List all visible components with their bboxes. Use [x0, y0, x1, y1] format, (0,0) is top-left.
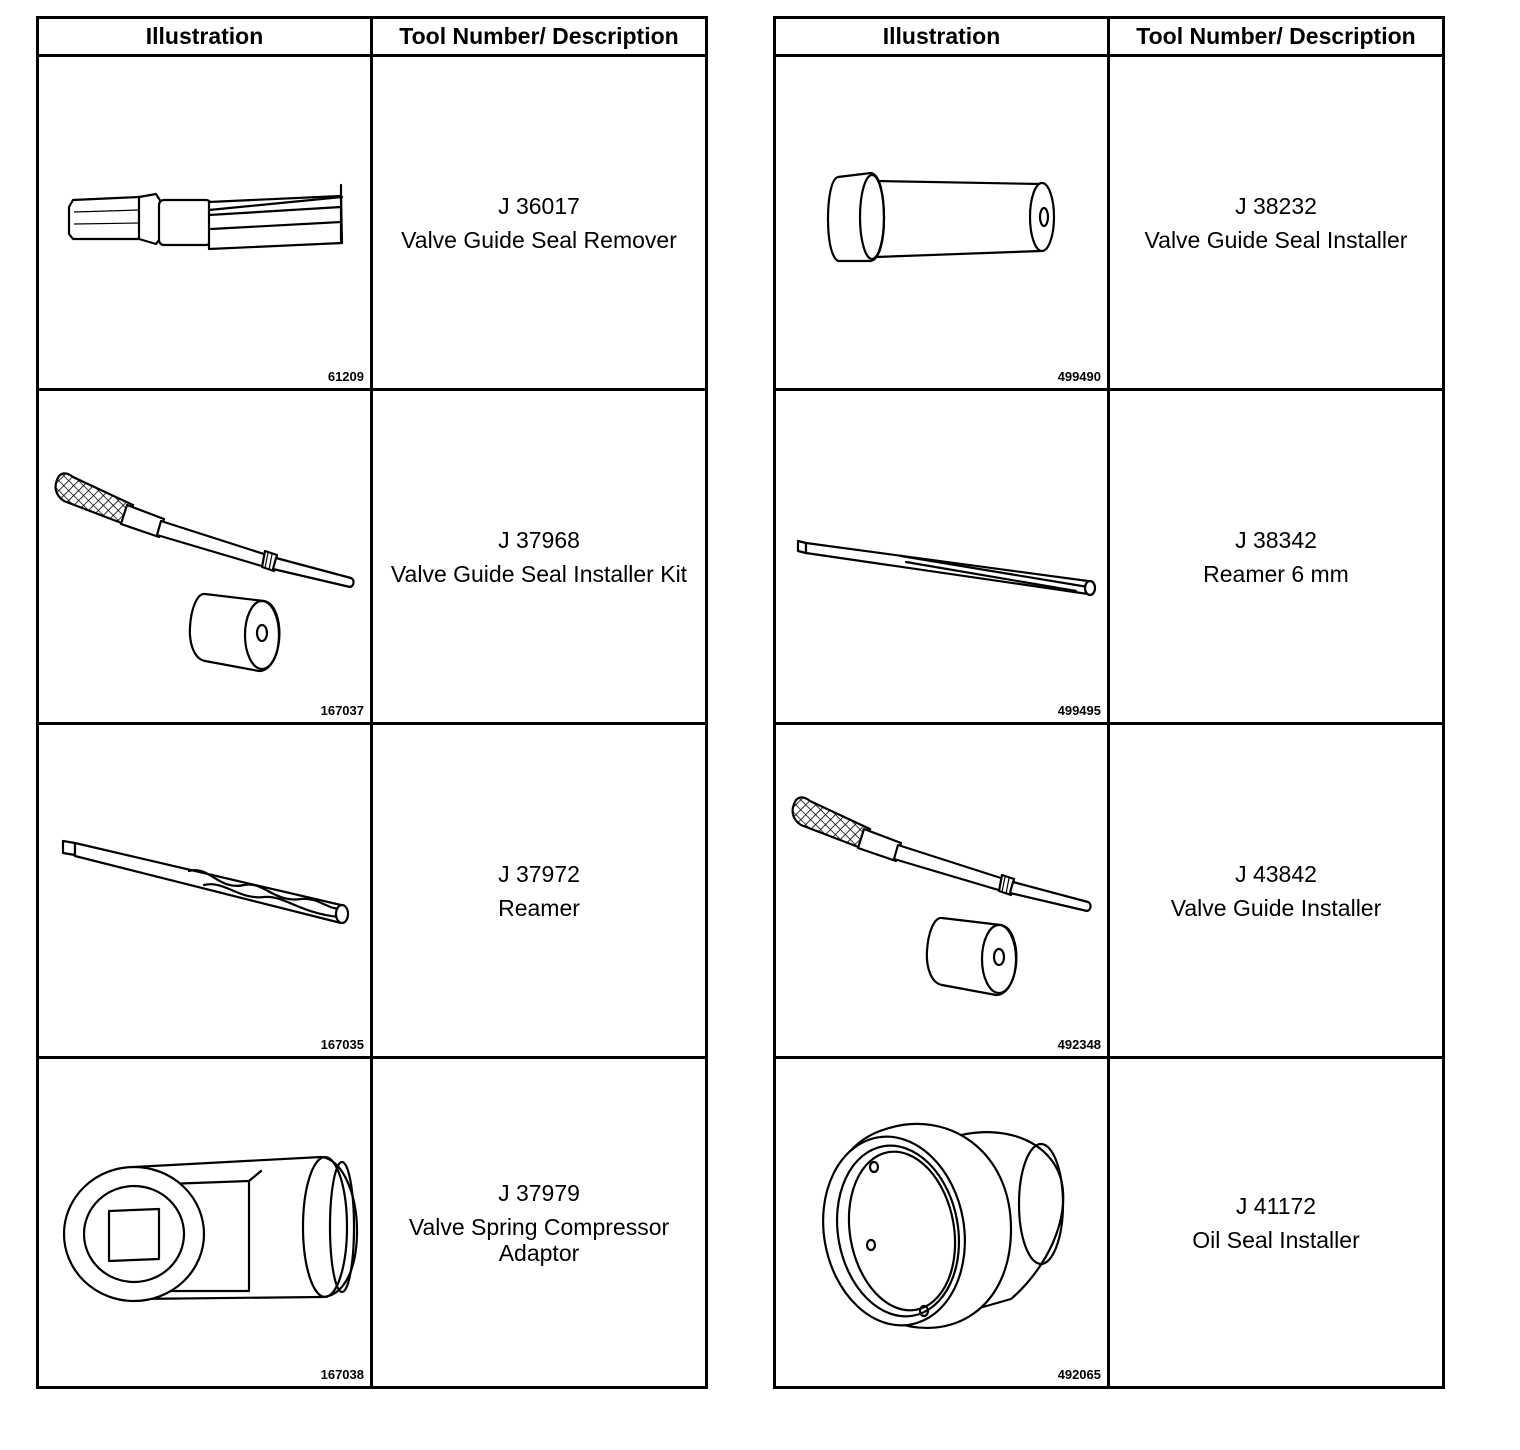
tool-row: 499495 J 38342 Reamer 6 mm — [776, 391, 1442, 725]
figure-number: 492348 — [1057, 1037, 1101, 1052]
tool-description-cell: J 36017 Valve Guide Seal Remover — [373, 57, 705, 388]
tool-description: Valve Guide Seal Installer — [1144, 226, 1408, 253]
tool-row: 492348 J 43842 Valve Guide Installer — [776, 725, 1442, 1059]
tool-row: 492065 J 41172 Oil Seal Installer — [776, 1059, 1442, 1386]
illustration-cell: 167037 — [39, 391, 373, 722]
tool-description: Valve Guide Seal Installer Kit — [390, 560, 688, 587]
tool-description-cell: J 43842 Valve Guide Installer — [1110, 725, 1442, 1056]
tool-row: 167035 J 37972 Reamer — [39, 725, 705, 1059]
tool-table-right: Illustration Tool Number/ Description 49… — [773, 16, 1445, 1389]
illustration-cell: 167035 — [39, 725, 373, 1056]
tool-description-cell: J 38342 Reamer 6 mm — [1110, 391, 1442, 722]
valve-guide-installer-icon — [791, 796, 1092, 997]
figure-number: 492065 — [1057, 1367, 1101, 1382]
figure-number: 61209 — [327, 369, 364, 384]
reamer-icon — [61, 839, 350, 925]
valve-spring-compressor-adaptor-icon — [62, 1155, 359, 1303]
tool-description: Valve Guide Seal Remover — [401, 226, 677, 253]
header-illustration: Illustration — [776, 19, 1110, 57]
tool-description: Valve Guide Installer — [1170, 894, 1382, 921]
illustration-cell: 61209 — [39, 57, 373, 388]
tool-description-cell: J 38232 Valve Guide Seal Installer — [1110, 57, 1442, 388]
illustration-cell: 499490 — [776, 57, 1110, 388]
tool-table-left: Illustration Tool Number/ Description 61… — [36, 16, 708, 1389]
tool-number: J 38232 — [1235, 192, 1317, 219]
tool-description: Reamer 6 mm — [1203, 560, 1349, 587]
tool-description: Reamer — [498, 894, 580, 921]
figure-number: 167038 — [320, 1367, 364, 1382]
illustration-cell: 492065 — [776, 1059, 1110, 1386]
tool-row: 167037 J 37968 Valve Guide Seal Installe… — [39, 391, 705, 725]
illustration-cell: 167038 — [39, 1059, 373, 1386]
figure-number: 499495 — [1057, 703, 1101, 718]
tool-number: J 37979 — [498, 1179, 580, 1206]
header-illustration: Illustration — [39, 19, 373, 57]
tool-description-cell: J 37972 Reamer — [373, 725, 705, 1056]
valve-guide-seal-installer-icon — [826, 171, 1056, 263]
valve-guide-seal-installer-kit-icon — [54, 472, 355, 673]
figure-number: 167035 — [320, 1037, 364, 1052]
illustration-cell: 499495 — [776, 391, 1110, 722]
tool-description: Oil Seal Installer — [1192, 1226, 1360, 1253]
header-tool-number-description: Tool Number/ Description — [1110, 19, 1442, 57]
valve-guide-seal-remover-icon — [67, 183, 344, 251]
figure-number: 167037 — [320, 703, 364, 718]
tool-row: 499490 J 38232 Valve Guide Seal Installe… — [776, 57, 1442, 391]
figure-number: 499490 — [1057, 369, 1101, 384]
reamer-6mm-icon — [796, 539, 1097, 597]
tool-description-cell: J 41172 Oil Seal Installer — [1110, 1059, 1442, 1386]
header-tool-number-description: Tool Number/ Description — [373, 19, 705, 57]
tool-number: J 41172 — [1235, 1192, 1317, 1219]
tool-description: Valve Spring Compressor Adaptor — [408, 1213, 670, 1266]
illustration-cell: 492348 — [776, 725, 1110, 1056]
tool-description-cell: J 37979 Valve Spring Compressor Adaptor — [373, 1059, 705, 1386]
tool-row: 167038 J 37979 Valve Spring Compressor A… — [39, 1059, 705, 1386]
tool-description-cell: J 37968 Valve Guide Seal Installer Kit — [373, 391, 705, 722]
tool-number: J 38342 — [1235, 526, 1317, 553]
tool-number: J 37972 — [498, 860, 580, 887]
tool-number: J 37968 — [498, 526, 580, 553]
oil-seal-installer-icon — [822, 1122, 1065, 1330]
tool-number: J 36017 — [498, 192, 580, 219]
tool-row: 61209 J 36017 Valve Guide Seal Remover — [39, 57, 705, 391]
tool-number: J 43842 — [1235, 860, 1317, 887]
